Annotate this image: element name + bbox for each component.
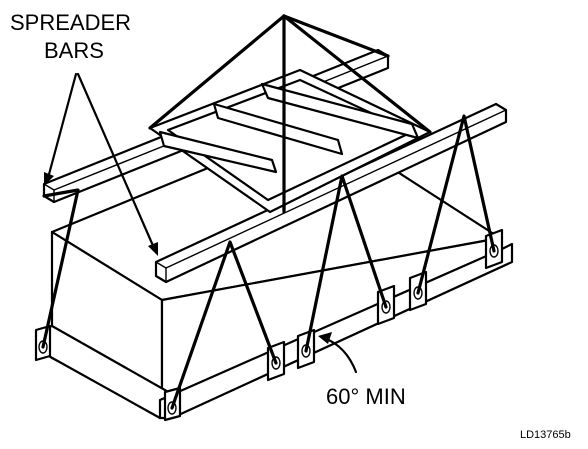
callout-arrow-2-line [76, 72, 156, 250]
frame-crossbar-3 [260, 82, 420, 140]
spreader-label-line1: SPREADER [10, 10, 131, 35]
sling-hook-a [148, 14, 286, 130]
sling-hook-c [282, 14, 432, 134]
slings [41, 14, 496, 410]
spreader-label-line2: BARS [44, 38, 104, 63]
sling-v-3 [416, 114, 496, 295]
spreader-bar-right [154, 102, 508, 284]
sling-v-2 [304, 174, 388, 353]
frame-crossbar-1 [158, 130, 278, 174]
callout-arrow-1-line [46, 72, 78, 180]
sling-v-front [41, 188, 80, 349]
sling-v-1 [170, 240, 278, 410]
angle-indicator [318, 332, 358, 374]
sling-hook-b [282, 14, 390, 58]
callout-arrow-1-head [44, 172, 54, 186]
angle-arrow-head [318, 332, 332, 344]
spreader-callout-arrows [44, 72, 158, 256]
callout-arrow-2-head [148, 242, 158, 256]
frame-crossbar-2 [212, 102, 344, 156]
angle-label: 60° MIN [326, 384, 406, 409]
figure-code: LD13765b [520, 429, 571, 441]
